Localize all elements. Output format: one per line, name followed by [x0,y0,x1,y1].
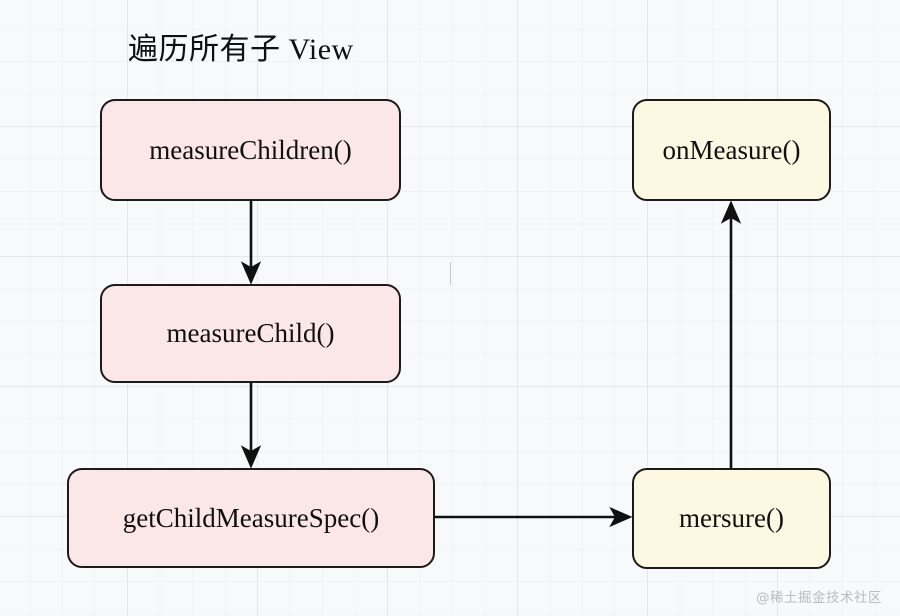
node-on-measure[interactable]: onMeasure() [632,99,831,201]
node-label: onMeasure() [662,134,801,165]
node-mersure[interactable]: mersure() [632,468,831,569]
node-measure-children[interactable]: measureChildren() [100,99,401,201]
diagram-title: 遍历所有子 View [128,33,354,66]
node-get-child-measure-spec[interactable]: getChildMeasureSpec() [67,468,435,568]
node-measure-child[interactable]: measureChild() [100,284,401,383]
node-label: measureChild() [166,318,335,348]
node-label: getChildMeasureSpec() [122,502,380,533]
node-label: mersure() [679,503,784,533]
watermark: @稀土掘金技术社区 [756,590,882,606]
stray-line-artifact [450,262,451,285]
node-label: measureChildren() [149,134,352,165]
